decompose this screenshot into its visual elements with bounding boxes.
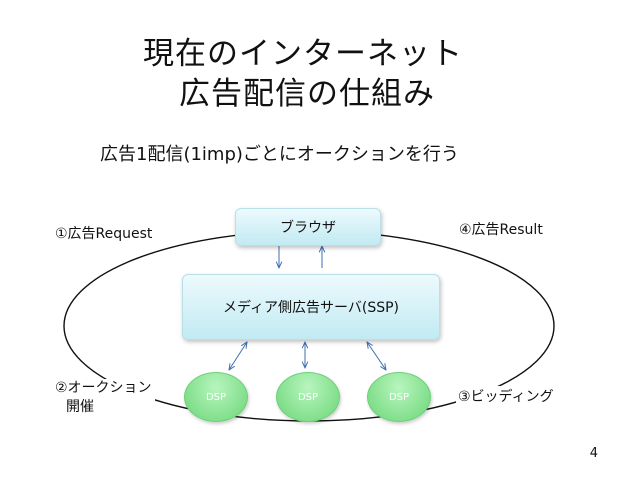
title-line-1: 現在のインターネット — [143, 36, 463, 72]
page-number: 4 — [589, 446, 598, 461]
step2-label-line1: ②オークション — [55, 380, 152, 396]
title-line-2: 広告配信の仕組み — [179, 76, 435, 112]
subtitle: 広告1配信(1imp)ごとにオークションを行う — [100, 144, 459, 165]
arrow-ssp-dsp1 — [229, 342, 247, 370]
step1-label: ①広告Request — [55, 223, 155, 243]
step2-label: ②オークション 開催 — [55, 379, 155, 417]
arrow-ssp-dsp3 — [367, 342, 386, 370]
dsp-node-2: DSP — [276, 372, 340, 422]
browser-node: ブラウザ — [235, 208, 381, 246]
ssp-node: メディア側広告サーバ(SSP) — [182, 274, 440, 340]
dsp-node-1: DSP — [184, 372, 248, 422]
step4-label: ④広告Result — [457, 219, 545, 239]
step2-label-line2: 開催 — [66, 399, 94, 415]
dsp-node-3: DSP — [367, 372, 431, 422]
step3-label: ③ビッディング — [456, 386, 556, 406]
